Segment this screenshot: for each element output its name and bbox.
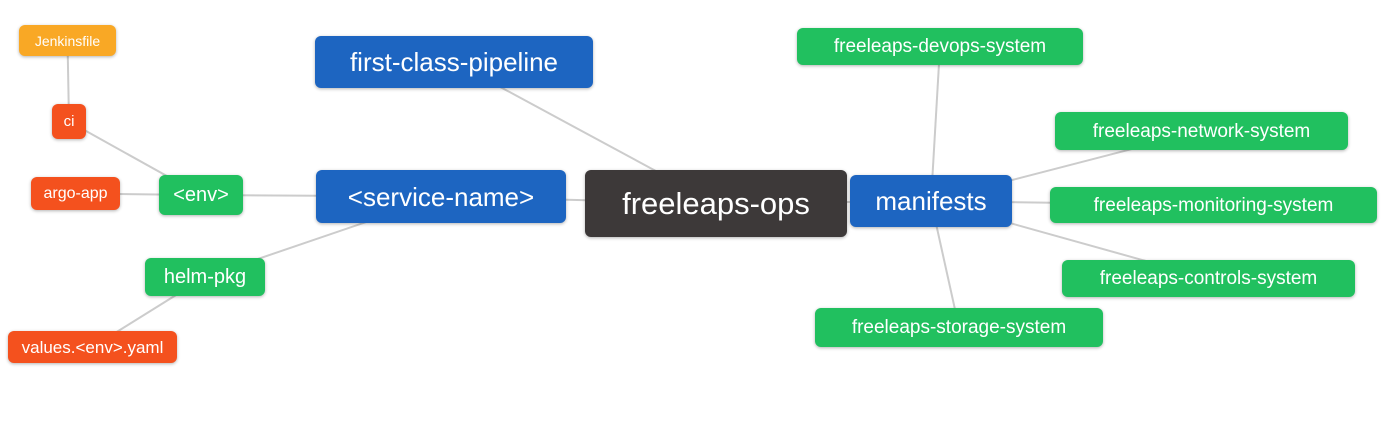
node-devops-system[interactable]: freeleaps-devops-system: [797, 28, 1083, 65]
node-label: argo-app: [43, 184, 108, 202]
node-freeleaps-ops[interactable]: freeleaps-ops: [585, 170, 847, 237]
node-helm-pkg[interactable]: helm-pkg: [145, 258, 265, 296]
node-label: freeleaps-storage-system: [851, 317, 1067, 338]
node-manifests[interactable]: manifests: [850, 175, 1012, 227]
node-label: Jenkinsfile: [34, 32, 101, 49]
node-label: <service-name>: [347, 181, 535, 212]
node-label: freeleaps-controls-system: [1099, 268, 1318, 289]
node-label: freeleaps-monitoring-system: [1093, 194, 1334, 216]
node-controls-system[interactable]: freeleaps-controls-system: [1062, 260, 1355, 297]
node-label: freeleaps-network-system: [1092, 120, 1311, 142]
node-service-name[interactable]: <service-name>: [316, 170, 566, 223]
node-first-class-pipeline[interactable]: first-class-pipeline: [315, 36, 593, 88]
node-jenkinsfile[interactable]: Jenkinsfile: [19, 25, 116, 56]
node-ci[interactable]: ci: [52, 104, 86, 139]
node-env[interactable]: <env>: [159, 175, 243, 215]
node-label: freeleaps-devops-system: [833, 36, 1047, 57]
node-monitoring-system[interactable]: freeleaps-monitoring-system: [1050, 187, 1377, 223]
node-label: values.<env>.yaml: [21, 337, 164, 357]
node-network-system[interactable]: freeleaps-network-system: [1055, 112, 1348, 150]
node-label: <env>: [173, 184, 229, 206]
node-label: helm-pkg: [163, 266, 247, 288]
node-label: ci: [63, 113, 75, 130]
node-argo-app[interactable]: argo-app: [31, 177, 120, 210]
node-storage-system[interactable]: freeleaps-storage-system: [815, 308, 1103, 347]
node-label: freeleaps-ops: [622, 186, 810, 221]
node-label: first-class-pipeline: [349, 47, 559, 77]
node-values-env-yaml[interactable]: values.<env>.yaml: [8, 331, 177, 363]
node-label: manifests: [875, 186, 987, 216]
